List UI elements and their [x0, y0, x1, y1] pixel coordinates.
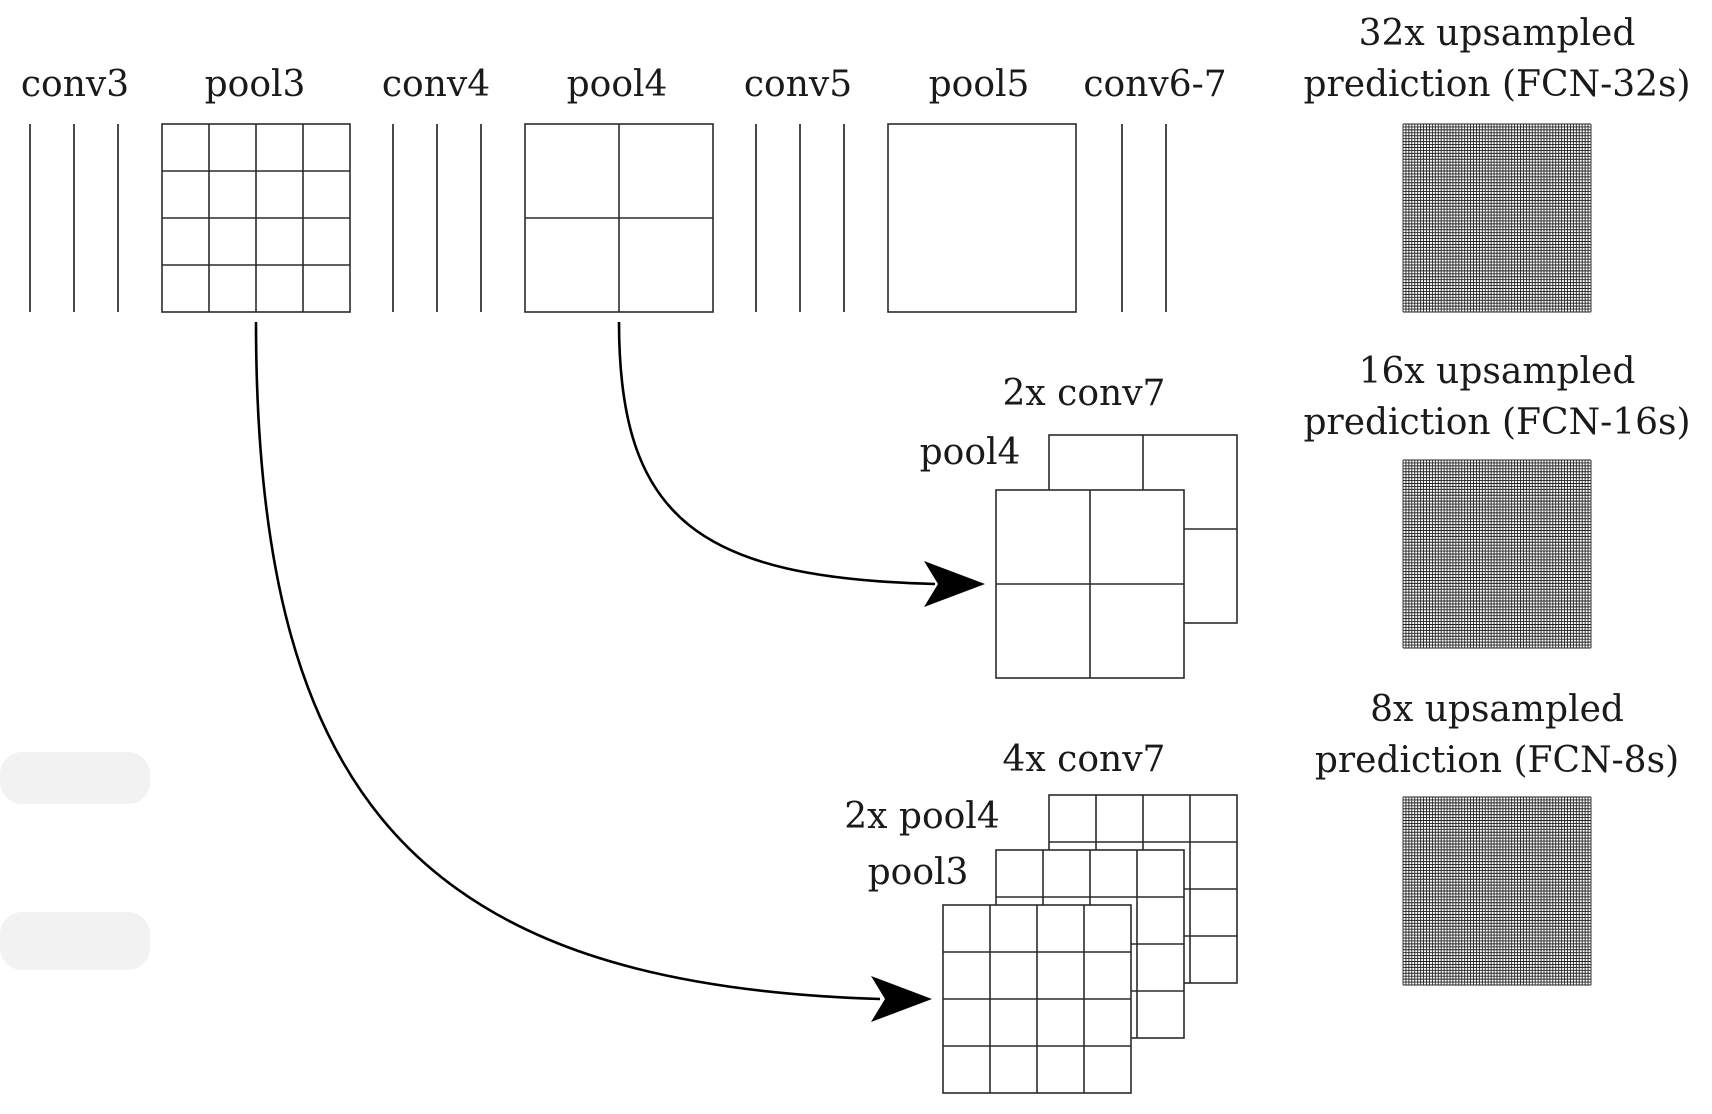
fusion8-pool3-grid [942, 904, 1132, 1094]
pool4-grid [524, 123, 714, 313]
fusion16-conv7-label: 2x conv7 [1003, 373, 1166, 414]
label-conv5: conv5 [744, 64, 852, 105]
conv5-layer [755, 124, 845, 312]
label-conv3: conv3 [21, 64, 129, 105]
fcn32-label-line2: prediction (FCN-32s) [1303, 64, 1690, 105]
fcn16-label-line2: prediction (FCN-16s) [1303, 402, 1690, 443]
fcn8-label-line1: 8x upsampled [1370, 689, 1624, 730]
conv3-layer [29, 124, 119, 312]
fusion8-pool3-label: pool3 [868, 852, 969, 893]
conv4-layer [392, 124, 482, 312]
fine-grid-lines [1402, 459, 1592, 649]
fcn8-prediction-grid [1402, 796, 1592, 986]
fusion16-pool4-grid [995, 489, 1185, 679]
fcn32-label-line1: 32x upsampled [1359, 13, 1636, 54]
label-pool5: pool5 [929, 64, 1030, 105]
skip-arrow-pool4 [617, 321, 985, 607]
fine-grid-lines [1402, 796, 1592, 986]
fusion16-pool4-label: pool4 [920, 432, 1021, 473]
label-pool3: pool3 [205, 64, 306, 105]
label-conv6-7: conv6-7 [1083, 64, 1226, 105]
left-smudge-top [0, 752, 150, 804]
label-conv4: conv4 [382, 64, 490, 105]
fcn8-label-line2: prediction (FCN-8s) [1315, 740, 1679, 781]
fine-grid-lines [1402, 123, 1592, 313]
fcn16-prediction-grid [1402, 459, 1592, 649]
conv6-7-layer [1121, 124, 1167, 312]
fcn32-prediction-grid [1402, 123, 1592, 313]
fusion8-conv7-label: 4x conv7 [1003, 739, 1166, 780]
skip-arrow-pool3 [254, 321, 932, 1022]
fusion8-pool4-label: 2x pool4 [844, 796, 999, 837]
left-smudge-bottom [0, 912, 150, 970]
label-pool4: pool4 [567, 64, 668, 105]
fcn16-label-line1: 16x upsampled [1359, 351, 1636, 392]
pool3-grid [161, 123, 351, 313]
pool5-box [887, 123, 1077, 313]
